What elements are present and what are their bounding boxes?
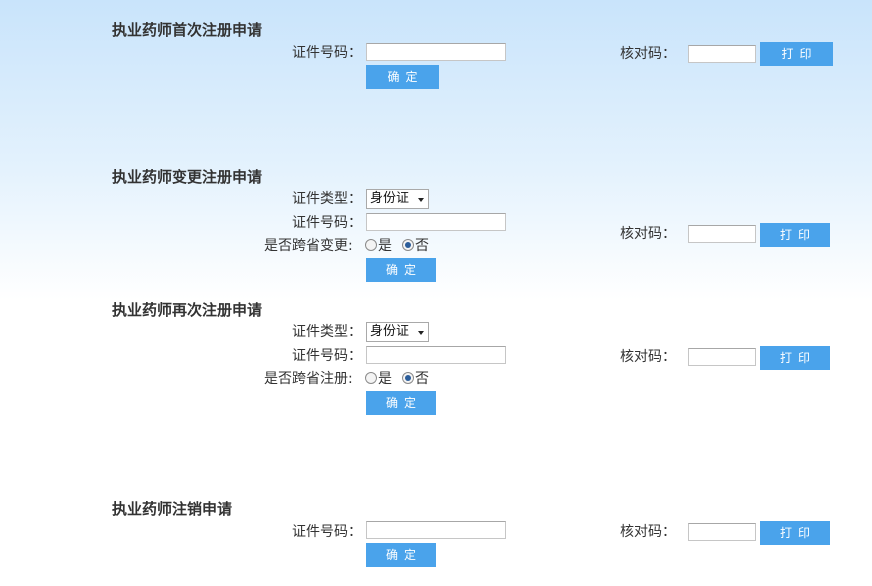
- re-check-code-input[interactable]: [688, 348, 756, 366]
- re-id-number-label: 证件号码：: [292, 348, 362, 364]
- change-id-number-input[interactable]: [366, 213, 506, 231]
- change-cross-province-label: 是否跨省变更:: [264, 238, 353, 254]
- cancel-confirm-button[interactable]: 确定: [366, 543, 436, 567]
- change-id-type-select[interactable]: 身份证: [366, 189, 429, 209]
- change-cross-province-radio-group: 是否: [365, 237, 429, 255]
- cancellation-title: 执业药师注销申请: [112, 500, 233, 518]
- re-radio-yes[interactable]: [365, 372, 377, 384]
- change-check-code-input[interactable]: [688, 225, 756, 243]
- re-registration-title: 执业药师再次注册申请: [112, 301, 263, 319]
- first-id-number-input[interactable]: [366, 43, 506, 61]
- first-id-number-label: 证件号码：: [292, 45, 362, 61]
- first-check-code-label: 核对码：: [620, 46, 676, 62]
- cancel-print-button[interactable]: 打印: [760, 521, 830, 545]
- re-id-type-selected: 身份证: [370, 324, 410, 339]
- re-id-type-select[interactable]: 身份证: [366, 322, 429, 342]
- re-id-type-label: 证件类型：: [292, 324, 362, 340]
- cancel-id-number-input[interactable]: [366, 521, 506, 539]
- first-registration-title: 执业药师首次注册申请: [112, 21, 263, 39]
- change-radio-no[interactable]: [402, 239, 414, 251]
- re-print-button[interactable]: 打印: [760, 346, 830, 370]
- re-radio-yes-label[interactable]: 是: [378, 371, 392, 387]
- cancel-check-code-label: 核对码：: [620, 524, 676, 540]
- re-cross-province-radio-group: 是否: [365, 370, 429, 388]
- change-id-type-label: 证件类型：: [292, 191, 362, 207]
- re-confirm-button[interactable]: 确定: [366, 391, 436, 415]
- re-cross-province-label: 是否跨省注册:: [264, 371, 353, 387]
- cancel-check-code-input[interactable]: [688, 523, 756, 541]
- re-radio-no[interactable]: [402, 372, 414, 384]
- change-check-code-label: 核对码：: [620, 226, 676, 242]
- first-confirm-button[interactable]: 确定: [366, 65, 439, 89]
- change-confirm-button[interactable]: 确定: [366, 258, 436, 282]
- re-check-code-label: 核对码：: [620, 349, 676, 365]
- first-print-button[interactable]: 打印: [760, 42, 833, 66]
- change-id-type-selected: 身份证: [370, 191, 410, 206]
- cancel-id-number-label: 证件号码：: [292, 524, 362, 540]
- change-print-button[interactable]: 打印: [760, 223, 830, 247]
- re-id-number-input[interactable]: [366, 346, 506, 364]
- chevron-down-icon: [418, 331, 424, 335]
- chevron-down-icon: [418, 198, 424, 202]
- change-radio-yes[interactable]: [365, 239, 377, 251]
- change-registration-title: 执业药师变更注册申请: [112, 168, 263, 186]
- change-radio-yes-label[interactable]: 是: [378, 238, 392, 254]
- re-radio-no-label[interactable]: 否: [415, 371, 429, 387]
- change-radio-no-label[interactable]: 否: [415, 238, 429, 254]
- first-check-code-input[interactable]: [688, 45, 756, 63]
- change-id-number-label: 证件号码：: [292, 215, 362, 231]
